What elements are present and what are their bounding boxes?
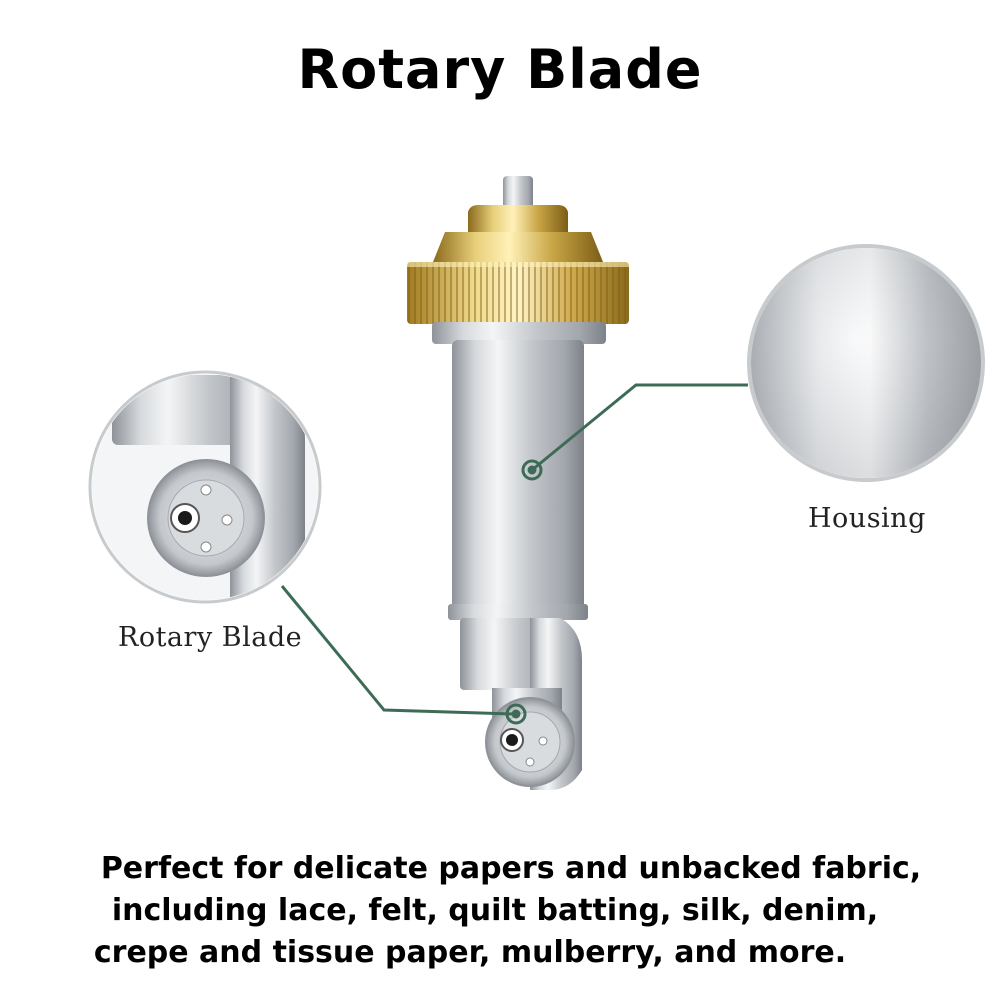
housing-swatch	[747, 244, 985, 482]
rotary-blade-zoom	[88, 370, 322, 604]
top-pin	[503, 176, 533, 210]
brass-gear	[407, 205, 629, 324]
description-line: crepe and tissue paper, mulberry, and mo…	[93, 935, 847, 970]
housing-leader-line	[521, 383, 748, 481]
housing-body	[432, 322, 606, 620]
page-title: Rotary Blade	[297, 38, 703, 101]
rotary-blade-leader-line	[280, 585, 527, 725]
product-description: Perfect for delicate papers and unbacked…	[0, 848, 1000, 974]
description-line: including lace, felt, quilt batting, sil…	[111, 893, 879, 928]
blade-disc	[485, 697, 575, 787]
description-line: Perfect for delicate papers and unbacked…	[100, 851, 922, 886]
housing-label: Housing	[808, 503, 926, 534]
rotary-blade-label: Rotary Blade	[118, 622, 303, 653]
